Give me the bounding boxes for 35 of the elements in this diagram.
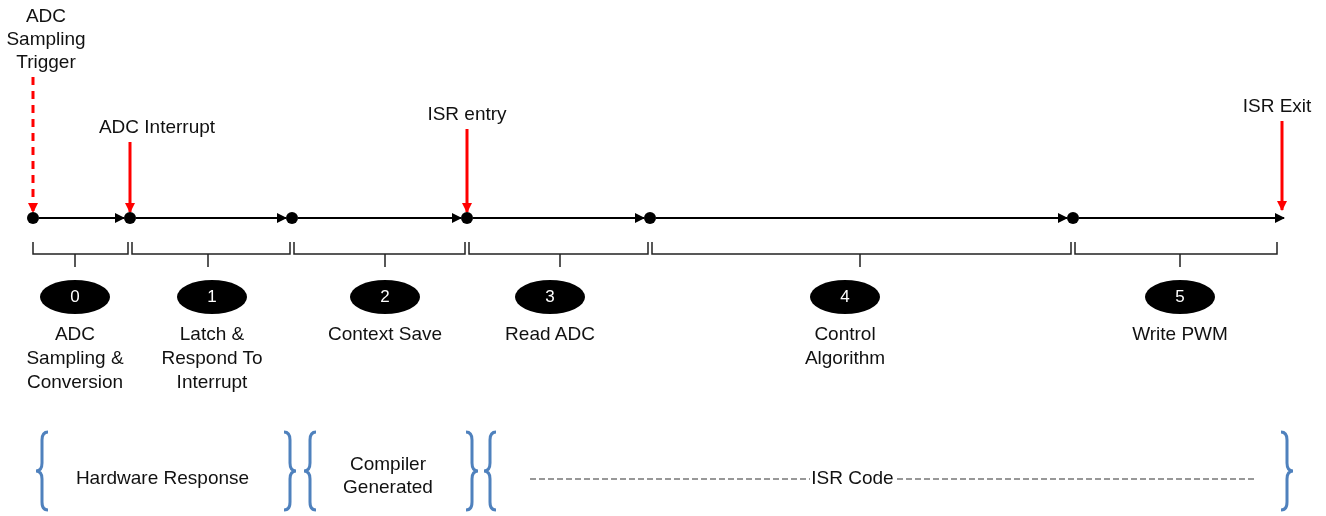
step-description: Control Algorithm [803, 322, 887, 370]
step-description: Read ADC [505, 322, 595, 346]
timeline-dot [644, 212, 656, 224]
event-label: ADC Interrupt [62, 115, 252, 138]
arrow [1277, 121, 1287, 211]
bracket-label: ISR Code [810, 466, 895, 489]
timeline-dot [124, 212, 136, 224]
step-description: Context Save [327, 322, 443, 346]
arrow [38, 213, 125, 223]
step-description: Latch & Respond To Interrupt [160, 322, 264, 394]
bracket-label: Compiler Generated [342, 452, 434, 498]
timeline-dot [286, 212, 298, 224]
arrow [28, 77, 38, 213]
arrow [462, 129, 472, 213]
arrow [472, 213, 645, 223]
step-description: ADC Sampling & Conversion [25, 322, 125, 394]
event-label: ISR Exit [1230, 94, 1324, 117]
step-number-ellipse: 0 [40, 280, 110, 314]
bracket-label: Hardware Response [74, 466, 251, 489]
step-number-ellipse: 2 [350, 280, 420, 314]
timeline-dot [1067, 212, 1079, 224]
step-number-ellipse: 3 [515, 280, 585, 314]
timeline-dot [27, 212, 39, 224]
step-number-ellipse: 5 [1145, 280, 1215, 314]
step-description: Write PWM [1132, 322, 1228, 346]
event-label: ISR entry [405, 102, 529, 125]
arrow [1078, 213, 1285, 223]
timeline-dot [461, 212, 473, 224]
step-number-ellipse: 1 [177, 280, 247, 314]
arrow [655, 213, 1068, 223]
arrow [297, 213, 462, 223]
event-label: ADC Sampling Trigger [0, 4, 92, 73]
arrow [135, 213, 287, 223]
step-number-ellipse: 4 [810, 280, 880, 314]
arrow [125, 142, 135, 213]
